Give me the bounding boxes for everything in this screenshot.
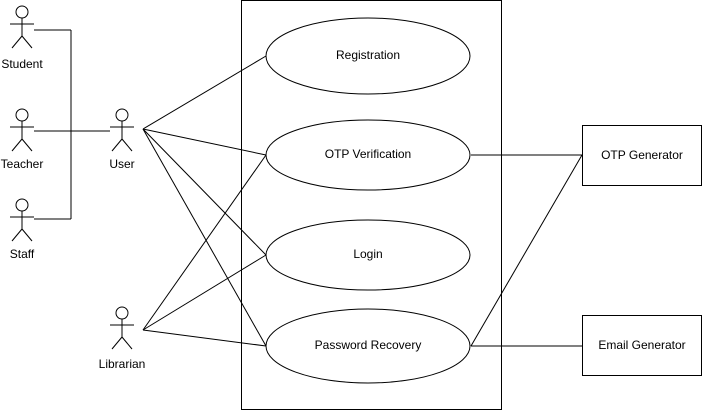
- association-user-password-recovery: [142, 128, 267, 347]
- use-case-login: Login: [265, 219, 471, 291]
- actor-teacher: Teacher: [1, 108, 44, 171]
- actor-user-label: User: [109, 157, 134, 171]
- association-librarian-password-recovery: [142, 329, 267, 347]
- system-otp-generator: OTP Generator: [582, 125, 702, 186]
- actor-user: User: [109, 108, 135, 171]
- system-otp-generator-label: OTP Generator: [601, 148, 683, 162]
- stick-figure-icon: [10, 5, 34, 49]
- generalization-connector: [34, 29, 110, 220]
- actor-staff-label: Staff: [10, 247, 35, 261]
- association-user-otp-verification: [142, 128, 267, 156]
- association-librarian-login: [142, 254, 267, 331]
- system-email-generator: Email Generator: [582, 315, 702, 376]
- actor-staff: Staff: [10, 198, 35, 261]
- system-boundary: [241, 0, 502, 410]
- stick-figure-icon: [110, 108, 134, 152]
- association-password-recovery-otp-generator: [470, 154, 583, 347]
- librarian-associations: [142, 154, 267, 347]
- use-case-login-label: Login: [353, 247, 382, 261]
- actor-student-label: Student: [1, 57, 43, 71]
- system-associations: [470, 154, 583, 347]
- stick-figure-icon: [110, 306, 134, 350]
- user-associations: [142, 55, 267, 347]
- actor-student: Student: [1, 5, 43, 71]
- system-email-generator-label: Email Generator: [598, 338, 685, 352]
- actor-librarian: Librarian: [99, 306, 146, 371]
- use-case-registration: Registration: [265, 17, 471, 95]
- use-case-otp-verification-label: OTP Verification: [325, 147, 411, 161]
- association-librarian-otp-verification: [142, 154, 267, 331]
- use-case-registration-label: Registration: [336, 48, 400, 62]
- use-case-password-recovery-label: Password Recovery: [315, 338, 422, 352]
- stick-figure-icon: [10, 198, 34, 242]
- stick-figure-icon: [10, 108, 34, 152]
- association-user-login: [142, 128, 267, 256]
- use-case-otp-verification: OTP Verification: [265, 119, 471, 191]
- actor-librarian-label: Librarian: [99, 357, 146, 371]
- use-case-password-recovery: Password Recovery: [265, 308, 471, 384]
- actor-teacher-label: Teacher: [1, 157, 44, 171]
- association-user-registration: [142, 55, 267, 130]
